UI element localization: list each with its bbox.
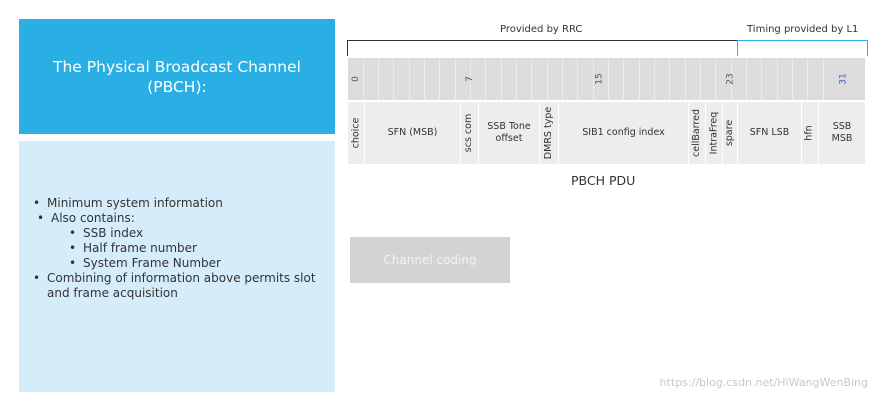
bullet-item: Combining of information above permits s… <box>33 271 333 301</box>
bit-cell <box>747 58 762 100</box>
field-dmrs-type: DMRS type <box>540 102 559 164</box>
bit-number-7: 7 <box>464 76 475 82</box>
bit-cell <box>578 58 594 100</box>
bit-number-31: 31 <box>838 73 849 85</box>
bit-cell <box>440 58 456 100</box>
watermark: https://blog.csdn.net/HiWangWenBing <box>659 376 868 389</box>
bit-cell <box>532 58 548 100</box>
bit-number-15: 15 <box>594 73 605 85</box>
bit-cell <box>640 58 655 100</box>
bullet-item: Minimum system information <box>33 196 333 211</box>
bit-cell <box>609 58 624 100</box>
bit-cell <box>594 58 609 100</box>
slide-title: The Physical Broadcast Channel (PBCH): <box>53 57 301 96</box>
bit-cell <box>471 58 486 100</box>
bit-cell <box>624 58 640 100</box>
field-ssb-tone-offset: SSB Tone offset <box>479 102 540 164</box>
field-scs-com: scs com <box>461 102 479 164</box>
bit-cell <box>425 58 440 100</box>
field-intrafreq: IntraFreq <box>706 102 723 164</box>
bit-row: 0 7 15 23 31 <box>348 58 865 100</box>
bullet-item: Also contains: <box>33 211 333 226</box>
rrc-label: Provided by RRC <box>500 24 583 35</box>
title-box: The Physical Broadcast Channel (PBCH): <box>19 19 335 134</box>
bit-cell <box>716 58 732 100</box>
bit-cell <box>364 58 379 100</box>
bit-number-23: 23 <box>725 73 736 85</box>
bit-cell <box>701 58 716 100</box>
sub-bullet-item: SSB index <box>33 226 333 241</box>
bit-cell <box>410 58 425 100</box>
bit-cell <box>762 58 778 100</box>
bit-cell <box>502 58 517 100</box>
bit-cell <box>808 58 824 100</box>
bit-cell <box>793 58 808 100</box>
bit-cell <box>517 58 532 100</box>
field-choice: choice <box>348 102 365 164</box>
bullet-list: Minimum system information Also contains… <box>33 196 333 301</box>
pbch-pdu-label: PBCH PDU <box>571 173 636 188</box>
l1-label: Timing provided by L1 <box>747 24 859 35</box>
field-sfn-msb: SFN (MSB) <box>365 102 461 164</box>
bit-cell <box>732 58 747 100</box>
sub-bullet-item: System Frame Number <box>33 256 333 271</box>
field-sfn-lsb: SFN LSB <box>738 102 802 164</box>
bit-cell <box>348 58 364 100</box>
bit-cell <box>778 58 793 100</box>
bit-cell <box>379 58 394 100</box>
field-hfn: hfn <box>802 102 819 164</box>
sub-bullet-item: Half frame number <box>33 241 333 256</box>
l1-bracket <box>737 40 868 56</box>
bit-cell <box>394 58 410 100</box>
field-cellbarred: cellBarred <box>689 102 706 164</box>
bit-cell <box>456 58 471 100</box>
bullets-panel: Minimum system information Also contains… <box>19 141 335 392</box>
rrc-bracket <box>347 40 738 56</box>
field-sib1-config-index: SIB1 config index <box>559 102 689 164</box>
field-ssb-msb: SSB MSB <box>831 121 853 144</box>
bit-cell <box>486 58 502 100</box>
bit-number-0: 0 <box>350 76 361 82</box>
field-row: choice SFN (MSB) scs com SSB Tone offset… <box>348 102 865 164</box>
bit-cell <box>548 58 563 100</box>
field-spare: spare <box>723 102 738 164</box>
channel-coding-box: Channel coding <box>350 237 510 283</box>
bit-cell <box>670 58 686 100</box>
bit-cell <box>563 58 578 100</box>
bit-cell <box>686 58 701 100</box>
channel-coding-label: Channel coding <box>383 253 477 267</box>
bit-cell <box>655 58 670 100</box>
